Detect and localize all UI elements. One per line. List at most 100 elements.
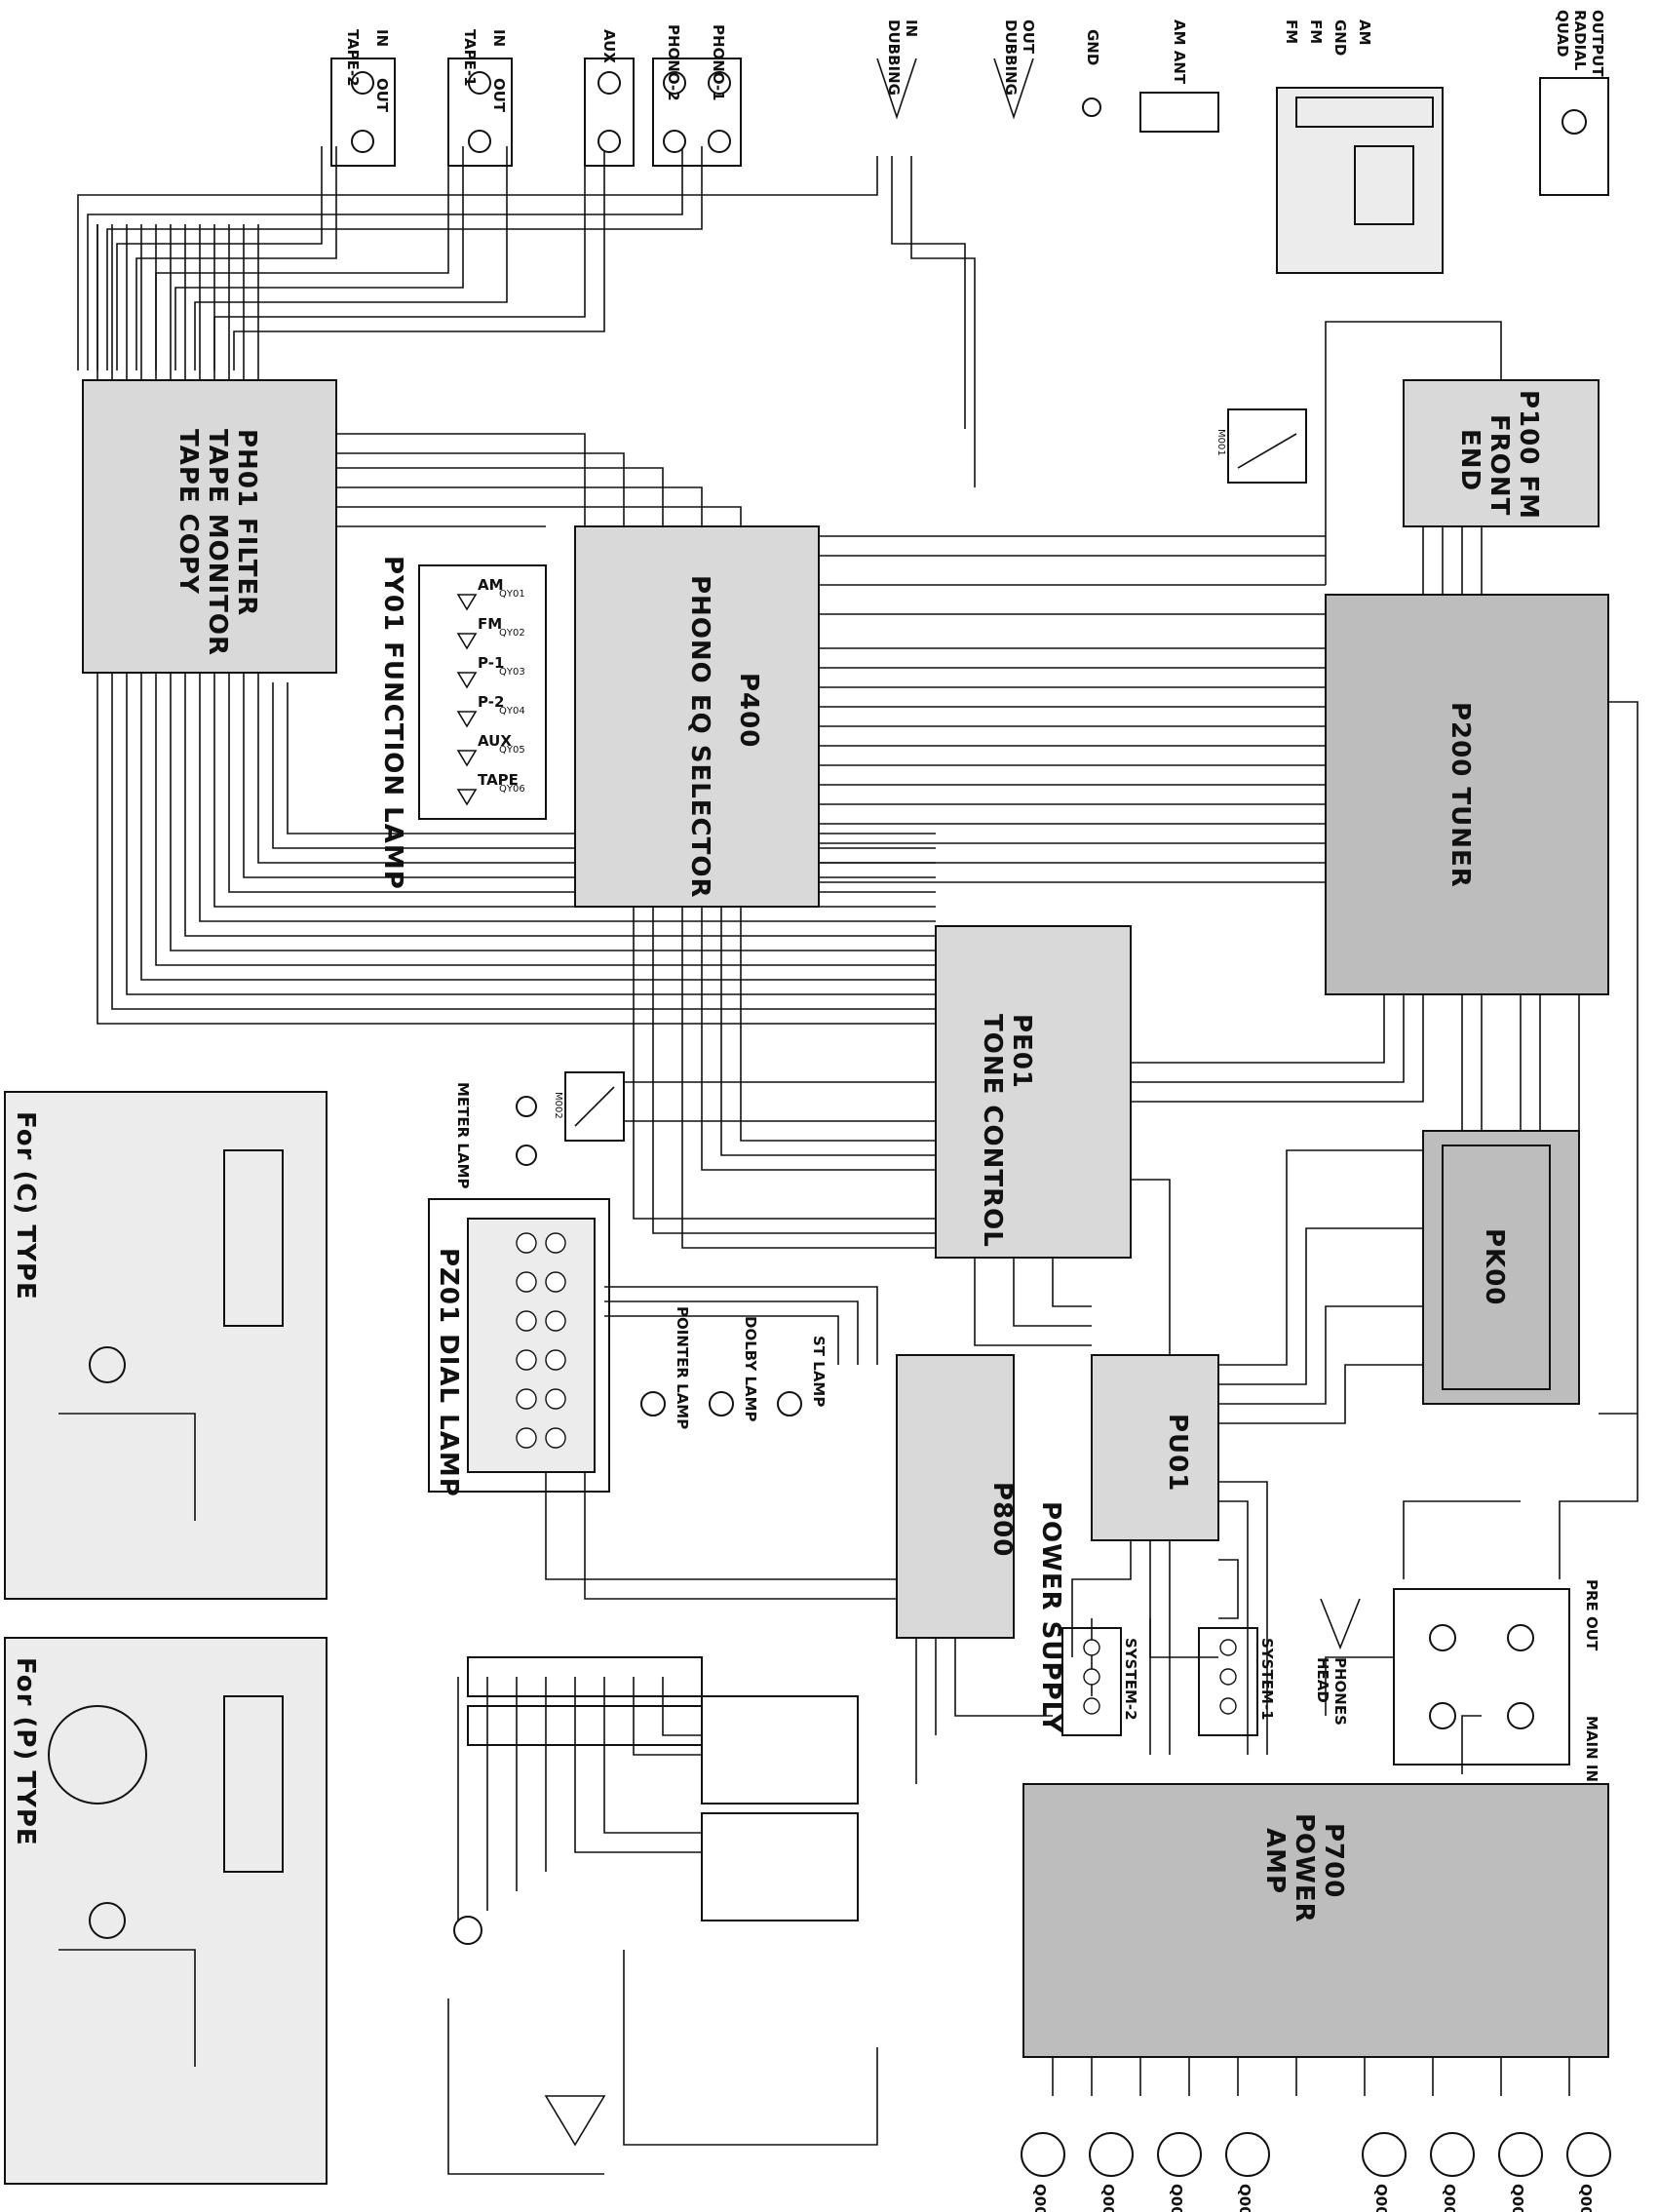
pu01-title: PU01 (1163, 1414, 1192, 1492)
p400-title-1: P400 (734, 673, 763, 748)
p800-title-1: POWER SUPPLY (1036, 1501, 1065, 1733)
meter-m002: M002 METER LAMP (454, 1071, 625, 1189)
label-fm-gnd: GND (1331, 19, 1349, 56)
speaker-outputs: HEAD PHONES SYSTEM-1 SYSTEM-2 (1061, 1598, 1361, 1736)
transistor-q004: Q004 (1372, 2184, 1390, 2212)
transistor-q005: Q005 (1236, 2184, 1253, 2212)
lamp-ref-p1: QY03 (499, 667, 525, 678)
fm-antenna-board (1276, 87, 1444, 274)
ph01-title-3: TAPE COPY (174, 429, 203, 595)
label-phono-2: PHONO-2 (665, 24, 682, 101)
lamp-label-p2: P-2 (478, 693, 504, 711)
p700-title-2: POWER (1290, 1813, 1319, 1923)
board-p200: P200 TUNER (1325, 594, 1609, 995)
label-phono-1: PHONO-1 (710, 24, 727, 101)
label-tape-1-in: IN (490, 29, 508, 47)
jack-dubbing-out (993, 58, 1034, 120)
meter-m001-label: M001 (1215, 429, 1226, 456)
p200-title: P200 TUNER (1446, 702, 1475, 888)
pre-out-label: PRE OUT (1583, 1579, 1600, 1651)
ph01-title-2: TAPE MONITOR (203, 429, 232, 656)
headphones-label-1: HEAD (1314, 1657, 1331, 1703)
transistor-q007: Q007 (1099, 2184, 1117, 2212)
lamp-ref-am: QY01 (499, 589, 525, 600)
board-ph01: PH01 FILTER TAPE MONITOR TAPE COPY (82, 379, 337, 674)
output-transistors: Q001 Q002 Q003 Q004 Q005 Q006 Q007 Q008 (1021, 2132, 1611, 2212)
py01-title: PY01 FUNCTION LAMP (378, 556, 407, 890)
meter-m001 (1227, 408, 1307, 484)
meter-m002-label: M002 (553, 1092, 563, 1119)
p100-title-1: P100 FM (1514, 390, 1543, 520)
label-tape-1-out: OUT (490, 78, 508, 113)
lamp-label-fm: FM (478, 615, 502, 633)
lamp-label-aux: AUX (478, 732, 512, 750)
board-pz01: PZ01 DIAL LAMP (428, 1198, 610, 1497)
jack-dubbing-in (876, 58, 917, 120)
lamp-label-p1: P-1 (478, 654, 504, 672)
label-am-ant: AM ANT (1171, 19, 1188, 85)
label-fm-2: FM (1307, 19, 1325, 44)
input-jacks: TAPE-2 IN OUT TAPE-1 IN OUT AUX PHONO-2 … (330, 10, 1609, 274)
inset-c-type: For (C) TYPE (4, 1091, 328, 1600)
headphones-jack (1320, 1598, 1361, 1650)
lamp-label-tape: TAPE (478, 771, 519, 789)
label-tape-2: TAPE-2 (344, 29, 362, 87)
board-py01: AM QY01 FM QY02 P-1 QY03 P-2 QY04 AUX QY… (378, 556, 547, 890)
label-fm-am: AM (1356, 19, 1373, 46)
system-2-label: SYSTEM-2 (1122, 1638, 1139, 1721)
label-tape-2-in: IN (373, 29, 391, 47)
transistor-q001: Q001 (1577, 2184, 1595, 2212)
pk00-title: PK00 (1480, 1228, 1509, 1305)
pointer-lamp-label: POINTER LAMP (674, 1306, 691, 1429)
board-p400: PHONO EQ SELECTOR P400 (574, 525, 820, 908)
system-1-label: SYSTEM-1 (1258, 1638, 1276, 1721)
label-dubbing-out-2: OUT (1020, 19, 1037, 55)
system-2-terminal (1061, 1627, 1122, 1736)
st-lamp-label: ST LAMP (810, 1336, 828, 1407)
headphones-label-2: PHONES (1331, 1657, 1349, 1726)
p700-title-1: P700 (1319, 1823, 1348, 1898)
lamp-label-am: AM (478, 576, 504, 594)
main-in-label: MAIN IN (1583, 1716, 1600, 1782)
transistor-q002: Q002 (1509, 2184, 1526, 2212)
p800-title-2: P800 (987, 1482, 1017, 1557)
label-radial: RADIAL (1571, 10, 1589, 71)
label-output: OUTPUT (1589, 10, 1606, 77)
p700-title-3: AMP (1260, 1828, 1290, 1894)
lamp-ref-fm: QY02 (499, 628, 525, 639)
quad-radial-output (1539, 77, 1609, 196)
p400-title-2: PHONO EQ SELECTOR (685, 575, 714, 899)
gnd-terminal (1082, 97, 1101, 117)
board-p800: POWER SUPPLY P800 (896, 1354, 1065, 1733)
label-tape-1: TAPE-1 (461, 29, 479, 87)
status-lamps: ST LAMP DOLBY LAMP POINTER LAMP (640, 1306, 828, 1429)
label-aux: AUX (600, 29, 618, 63)
lamp-ref-p2: QY04 (499, 706, 525, 717)
pe01-title-2: TONE CONTROL (978, 1014, 1007, 1248)
label-fm-1: FM (1283, 19, 1300, 44)
transistor-q006: Q006 (1168, 2184, 1185, 2212)
inset-p-type: For (P) TYPE (4, 1637, 328, 2185)
inset-p-title: For (P) TYPE (11, 1657, 40, 1846)
jack-tape-1 (447, 58, 513, 167)
pe01-title-1: PE01 (1007, 1014, 1036, 1089)
jack-tape-2 (330, 58, 396, 167)
inset-c-title: For (C) TYPE (11, 1111, 40, 1300)
p100-title-3: END (1455, 429, 1484, 491)
label-quad: QUAD (1554, 10, 1571, 58)
board-p700: P700 POWER AMP (1022, 1783, 1609, 2058)
p100-title-2: FRONT (1484, 414, 1514, 516)
jack-aux (584, 58, 635, 167)
board-pe01: PE01 TONE CONTROL (935, 925, 1132, 1259)
board-pu01: PU01 (1091, 1354, 1219, 1541)
pz01-title: PZ01 DIAL LAMP (434, 1248, 463, 1497)
rectifier-section (453, 1656, 859, 2147)
board-p100: P100 FM FRONT END M001 (1215, 379, 1600, 527)
transistor-q008: Q008 (1031, 2184, 1049, 2212)
lamp-row: AM QY01 FM QY02 P-1 QY03 P-2 QY04 AUX QY… (456, 576, 525, 806)
lamp-ref-tape: QY06 (499, 784, 525, 795)
board-pk00: PK00 (1422, 1130, 1580, 1405)
preamp-jacks: PRE OUT MAIN IN (1393, 1579, 1600, 1782)
label-gnd: GND (1084, 29, 1101, 65)
